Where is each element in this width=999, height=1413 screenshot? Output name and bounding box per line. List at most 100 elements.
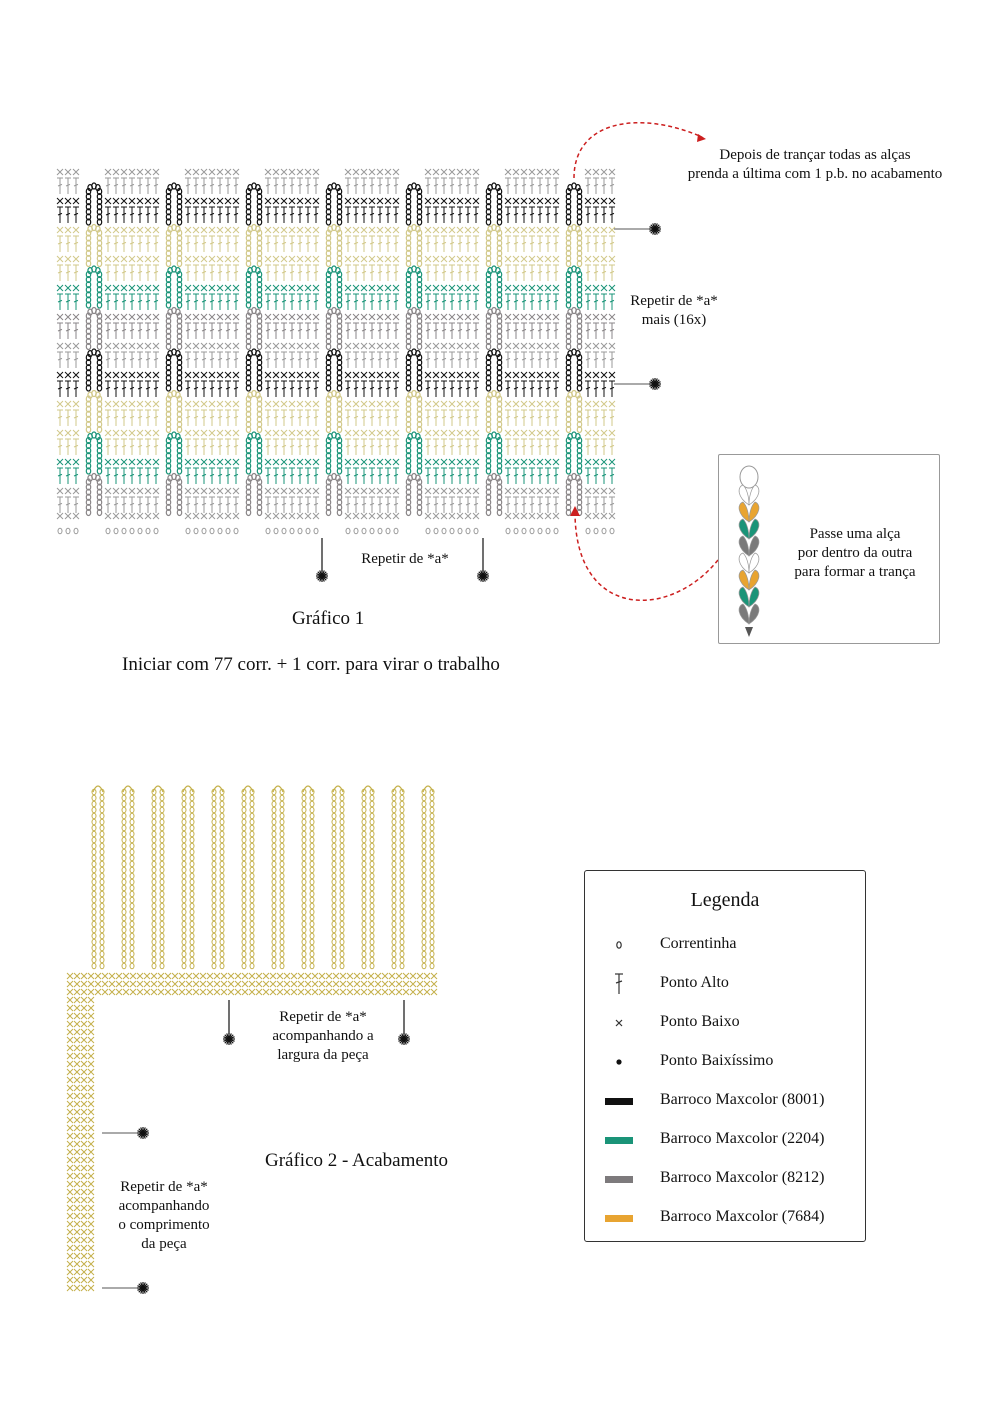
single-crochet-stitch	[184, 487, 192, 495]
single-crochet-stitch	[87, 1124, 95, 1132]
double-crochet-stitch	[65, 235, 71, 252]
single-crochet-stitch	[528, 371, 536, 379]
double-crochet-stitch	[113, 438, 119, 455]
single-crochet-stitch	[544, 197, 552, 205]
single-crochet-stitch	[440, 400, 448, 408]
double-crochet-stitch	[585, 496, 591, 513]
single-crochet-stitch	[384, 197, 392, 205]
double-crochet-stitch	[305, 322, 311, 339]
single-crochet-stitch	[504, 429, 512, 437]
single-crochet-stitch	[512, 342, 520, 350]
single-crochet-stitch	[136, 342, 144, 350]
single-crochet-stitch	[402, 972, 410, 980]
double-crochet-stitch	[593, 293, 599, 310]
single-crochet-stitch	[72, 168, 80, 176]
double-crochet-stitch	[585, 322, 591, 339]
single-crochet-stitch	[80, 1172, 88, 1180]
single-crochet-stitch	[392, 458, 400, 466]
double-crochet-stitch	[233, 467, 239, 484]
single-crochet-stitch	[448, 226, 456, 234]
chain-loop	[325, 182, 343, 226]
single-crochet-stitch	[592, 371, 600, 379]
single-crochet-stitch	[64, 168, 72, 176]
single-crochet-stitch	[395, 980, 403, 988]
single-crochet-stitch	[80, 1012, 88, 1020]
double-crochet-stitch	[521, 264, 527, 281]
double-crochet-stitch	[441, 351, 447, 368]
single-crochet-stitch	[600, 487, 608, 495]
foundation-chain	[56, 512, 616, 535]
legend-label: Ponto Baixo	[660, 1013, 740, 1030]
double-crochet-stitch	[441, 496, 447, 513]
single-crochet-stitch	[368, 371, 376, 379]
chain-loop	[85, 389, 103, 434]
double-crochet-stitch	[297, 380, 303, 397]
single-crochet-stitch	[440, 168, 448, 176]
double-crochet-stitch	[473, 206, 479, 223]
single-crochet-stitch	[424, 400, 432, 408]
single-crochet-stitch	[87, 996, 95, 1004]
double-crochet-stitch	[433, 206, 439, 223]
double-crochet-stitch	[209, 206, 215, 223]
double-crochet-stitch	[601, 322, 607, 339]
single-crochet-stitch	[64, 458, 72, 466]
single-crochet-stitch	[213, 980, 221, 988]
chain-loop	[565, 306, 583, 351]
single-crochet-stitch	[87, 1252, 95, 1260]
double-crochet-stitch	[505, 177, 511, 194]
double-crochet-stitch	[513, 235, 519, 252]
double-crochet-stitch	[393, 235, 399, 252]
double-crochet-stitch	[545, 235, 551, 252]
single-crochet-stitch	[272, 255, 280, 263]
single-crochet-stitch	[104, 487, 112, 495]
double-crochet-stitch	[449, 467, 455, 484]
single-crochet-stitch	[592, 487, 600, 495]
double-crochet-stitch	[73, 264, 79, 281]
color-swatch	[605, 1136, 633, 1144]
chart-2-title: Gráfico 2 - Acabamento	[265, 1150, 449, 1171]
double-crochet-stitch	[345, 206, 351, 223]
single-crochet-stitch	[80, 1188, 88, 1196]
single-crochet-stitch	[150, 972, 158, 980]
single-crochet-stitch	[528, 284, 536, 292]
single-crochet-stitch	[208, 487, 216, 495]
single-crochet-stitch	[360, 487, 368, 495]
double-crochet-stitch	[233, 351, 239, 368]
single-crochet-stitch	[608, 342, 616, 350]
double-crochet-stitch	[473, 293, 479, 310]
double-crochet-stitch	[545, 467, 551, 484]
double-crochet-stitch	[353, 409, 359, 426]
chain-loop	[325, 389, 343, 434]
single-crochet-stitch	[171, 988, 179, 996]
fringe-chain-loop	[361, 785, 375, 970]
double-crochet-stitch	[393, 322, 399, 339]
single-crochet-stitch	[73, 1260, 81, 1268]
single-crochet-stitch	[224, 487, 232, 495]
single-crochet-stitch	[432, 313, 440, 321]
single-crochet-stitch	[66, 1068, 74, 1076]
double-crochet-stitch	[273, 438, 279, 455]
single-crochet-stitch	[448, 429, 456, 437]
single-crochet-stitch	[192, 429, 200, 437]
single-crochet-stitch	[216, 226, 224, 234]
single-crochet-stitch	[136, 972, 144, 980]
double-crochet-stitch	[233, 177, 239, 194]
chain-loop	[405, 265, 423, 309]
single-crochet-stitch	[66, 1020, 74, 1028]
double-crochet-stitch	[145, 438, 151, 455]
single-crochet-stitch	[456, 458, 464, 466]
double-crochet-stitch	[105, 467, 111, 484]
single-crochet-stitch	[512, 197, 520, 205]
double-crochet-stitch	[185, 467, 191, 484]
single-crochet-stitch	[384, 168, 392, 176]
single-crochet-stitch	[216, 168, 224, 176]
double-crochet-stitch	[473, 467, 479, 484]
fringe-chain-loop	[211, 785, 225, 970]
single-crochet-stitch	[264, 255, 272, 263]
single-crochet-stitch	[66, 1060, 74, 1068]
single-crochet-stitch	[80, 1036, 88, 1044]
single-crochet-stitch	[73, 1228, 81, 1236]
single-crochet-stitch	[66, 1148, 74, 1156]
double-crochet-stitch	[129, 409, 135, 426]
single-crochet-stitch	[376, 487, 384, 495]
